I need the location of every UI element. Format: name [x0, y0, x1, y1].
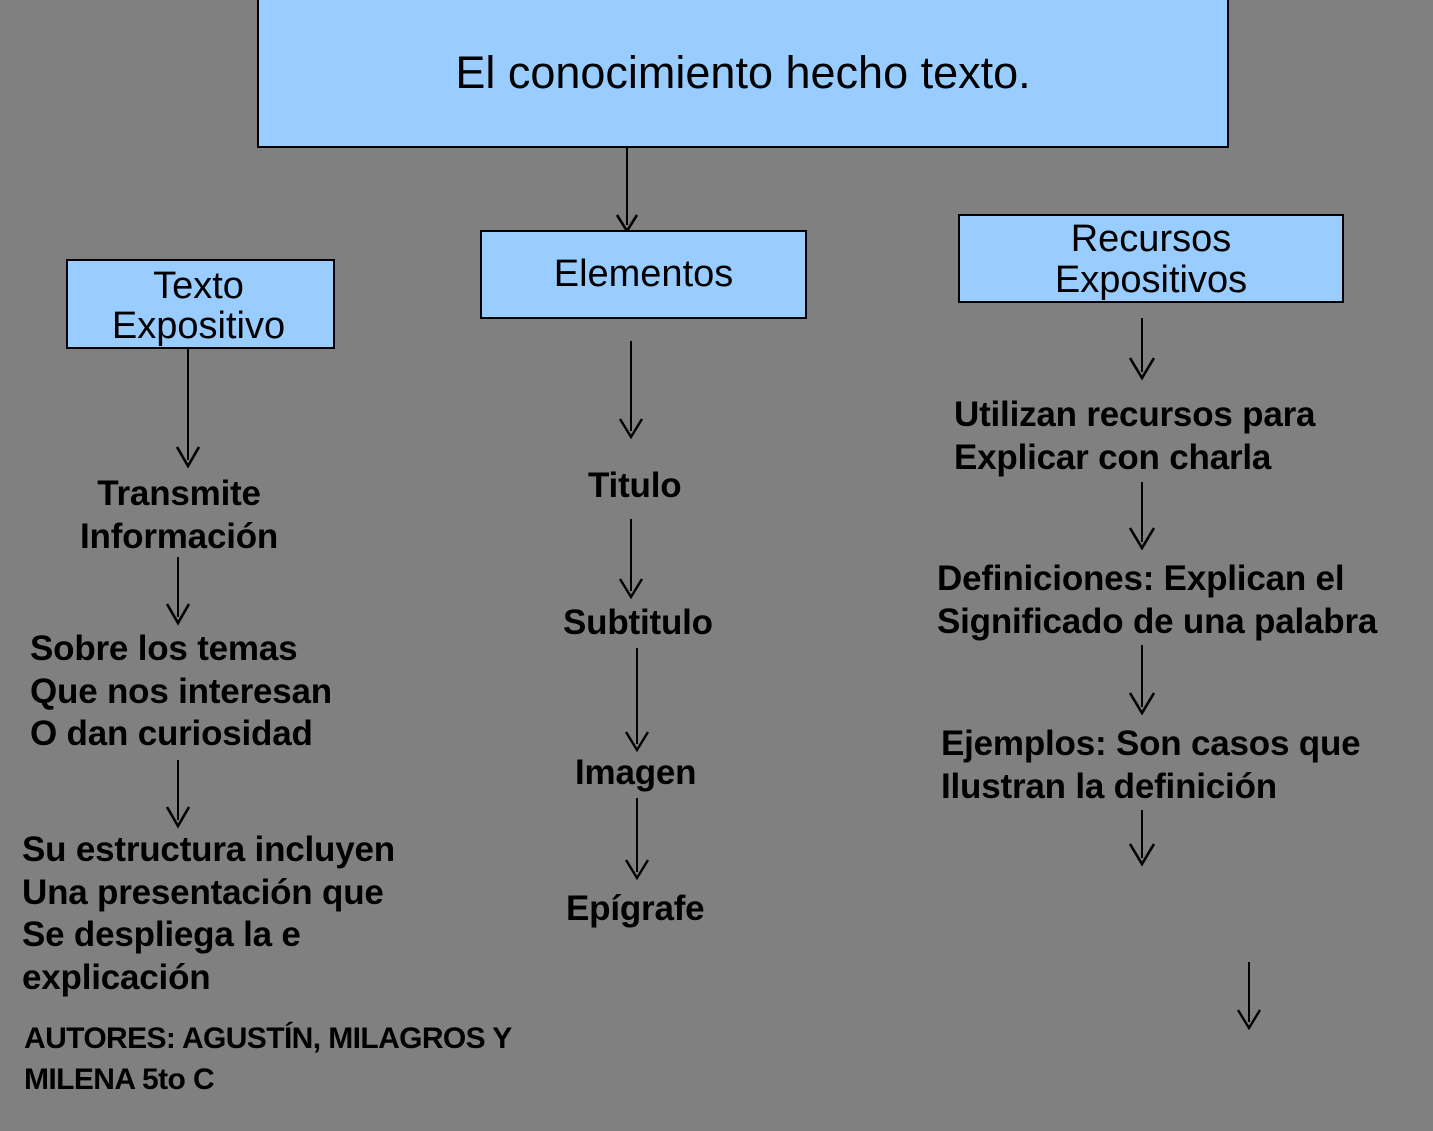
connector-utilizan-to-definiciones — [1128, 482, 1164, 551]
branch-header-texto-expositivo[interactable]: Texto Expositivo — [66, 259, 335, 349]
connector-definiciones-to-ejemplos — [1128, 645, 1164, 716]
connector-sobre-to-estructura — [165, 760, 200, 829]
title-box-label: El conocimiento hecho texto. — [455, 47, 1031, 99]
connector-elementos-to-titulo — [618, 341, 653, 440]
title-box[interactable]: El conocimiento hecho texto. — [257, 0, 1229, 148]
node-transmite-informacion: Transmite Información — [80, 474, 279, 556]
connector-texto-to-transmite — [175, 348, 210, 469]
node-titulo: Titulo — [588, 466, 682, 505]
node-su-estructura-incluyen: Su estructura incluyen Una presentación … — [22, 830, 395, 998]
branch-header-elementos-label: Elementos — [553, 253, 734, 296]
branch-header-recursos-expositivos-label: Recursos Expositivos — [1054, 218, 1248, 301]
connector-title-to-elementos — [615, 147, 649, 234]
connector-recursos-to-utilizan — [1128, 318, 1164, 381]
node-sobre-los-temas: Sobre los temas Que nos interesan O dan … — [30, 629, 332, 754]
node-imagen: Imagen — [575, 753, 697, 792]
connector-subtitulo-to-imagen — [624, 648, 659, 753]
node-subtitulo: Subtitulo — [563, 603, 713, 642]
connector-imagen-to-epigrafe — [624, 798, 659, 881]
branch-header-elementos[interactable]: Elementos — [480, 230, 807, 319]
connector-dangling-arrow — [1236, 962, 1271, 1032]
credits-autores: AUTORES: AGUSTÍN, MILAGROS Y MILENA 5to … — [24, 1022, 512, 1096]
branch-header-recursos-expositivos[interactable]: Recursos Expositivos — [958, 214, 1344, 303]
connector-titulo-to-subtitulo — [618, 519, 653, 600]
node-definiciones: Definiciones: Explican el Significado de… — [937, 559, 1378, 641]
connector-ejemplos-trailing — [1128, 810, 1164, 867]
node-utilizan-recursos: Utilizan recursos para Explicar con char… — [954, 395, 1316, 477]
node-epigrafe: Epígrafe — [566, 889, 705, 928]
connector-transmite-to-sobre — [165, 557, 200, 626]
node-ejemplos: Ejemplos: Son casos que Ilustran la defi… — [941, 724, 1361, 806]
branch-header-texto-expositivo-label: Texto Expositivo — [111, 264, 286, 347]
